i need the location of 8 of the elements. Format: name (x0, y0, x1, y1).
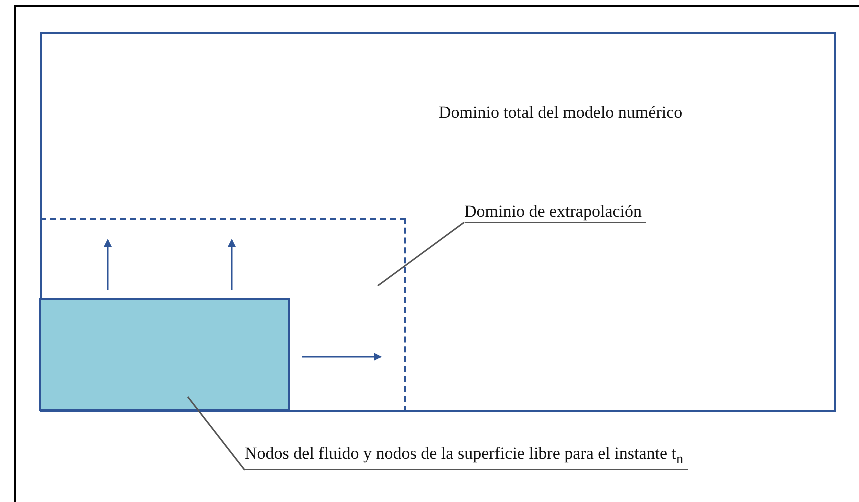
model-domain-box (40, 32, 836, 412)
extrapolation-domain-box (40, 218, 406, 412)
fluid-region-box (39, 298, 290, 411)
callout-label: Nodos del fluido y nodos de la superficie libre para el instante t$_{n}$ (245, 444, 688, 470)
leader-line (187, 396, 246, 471)
callout-label: Dominio de extrapolación (464, 202, 646, 222)
domain-label: Dominio total del modelo numérico (439, 103, 683, 123)
leader-line (378, 222, 465, 287)
